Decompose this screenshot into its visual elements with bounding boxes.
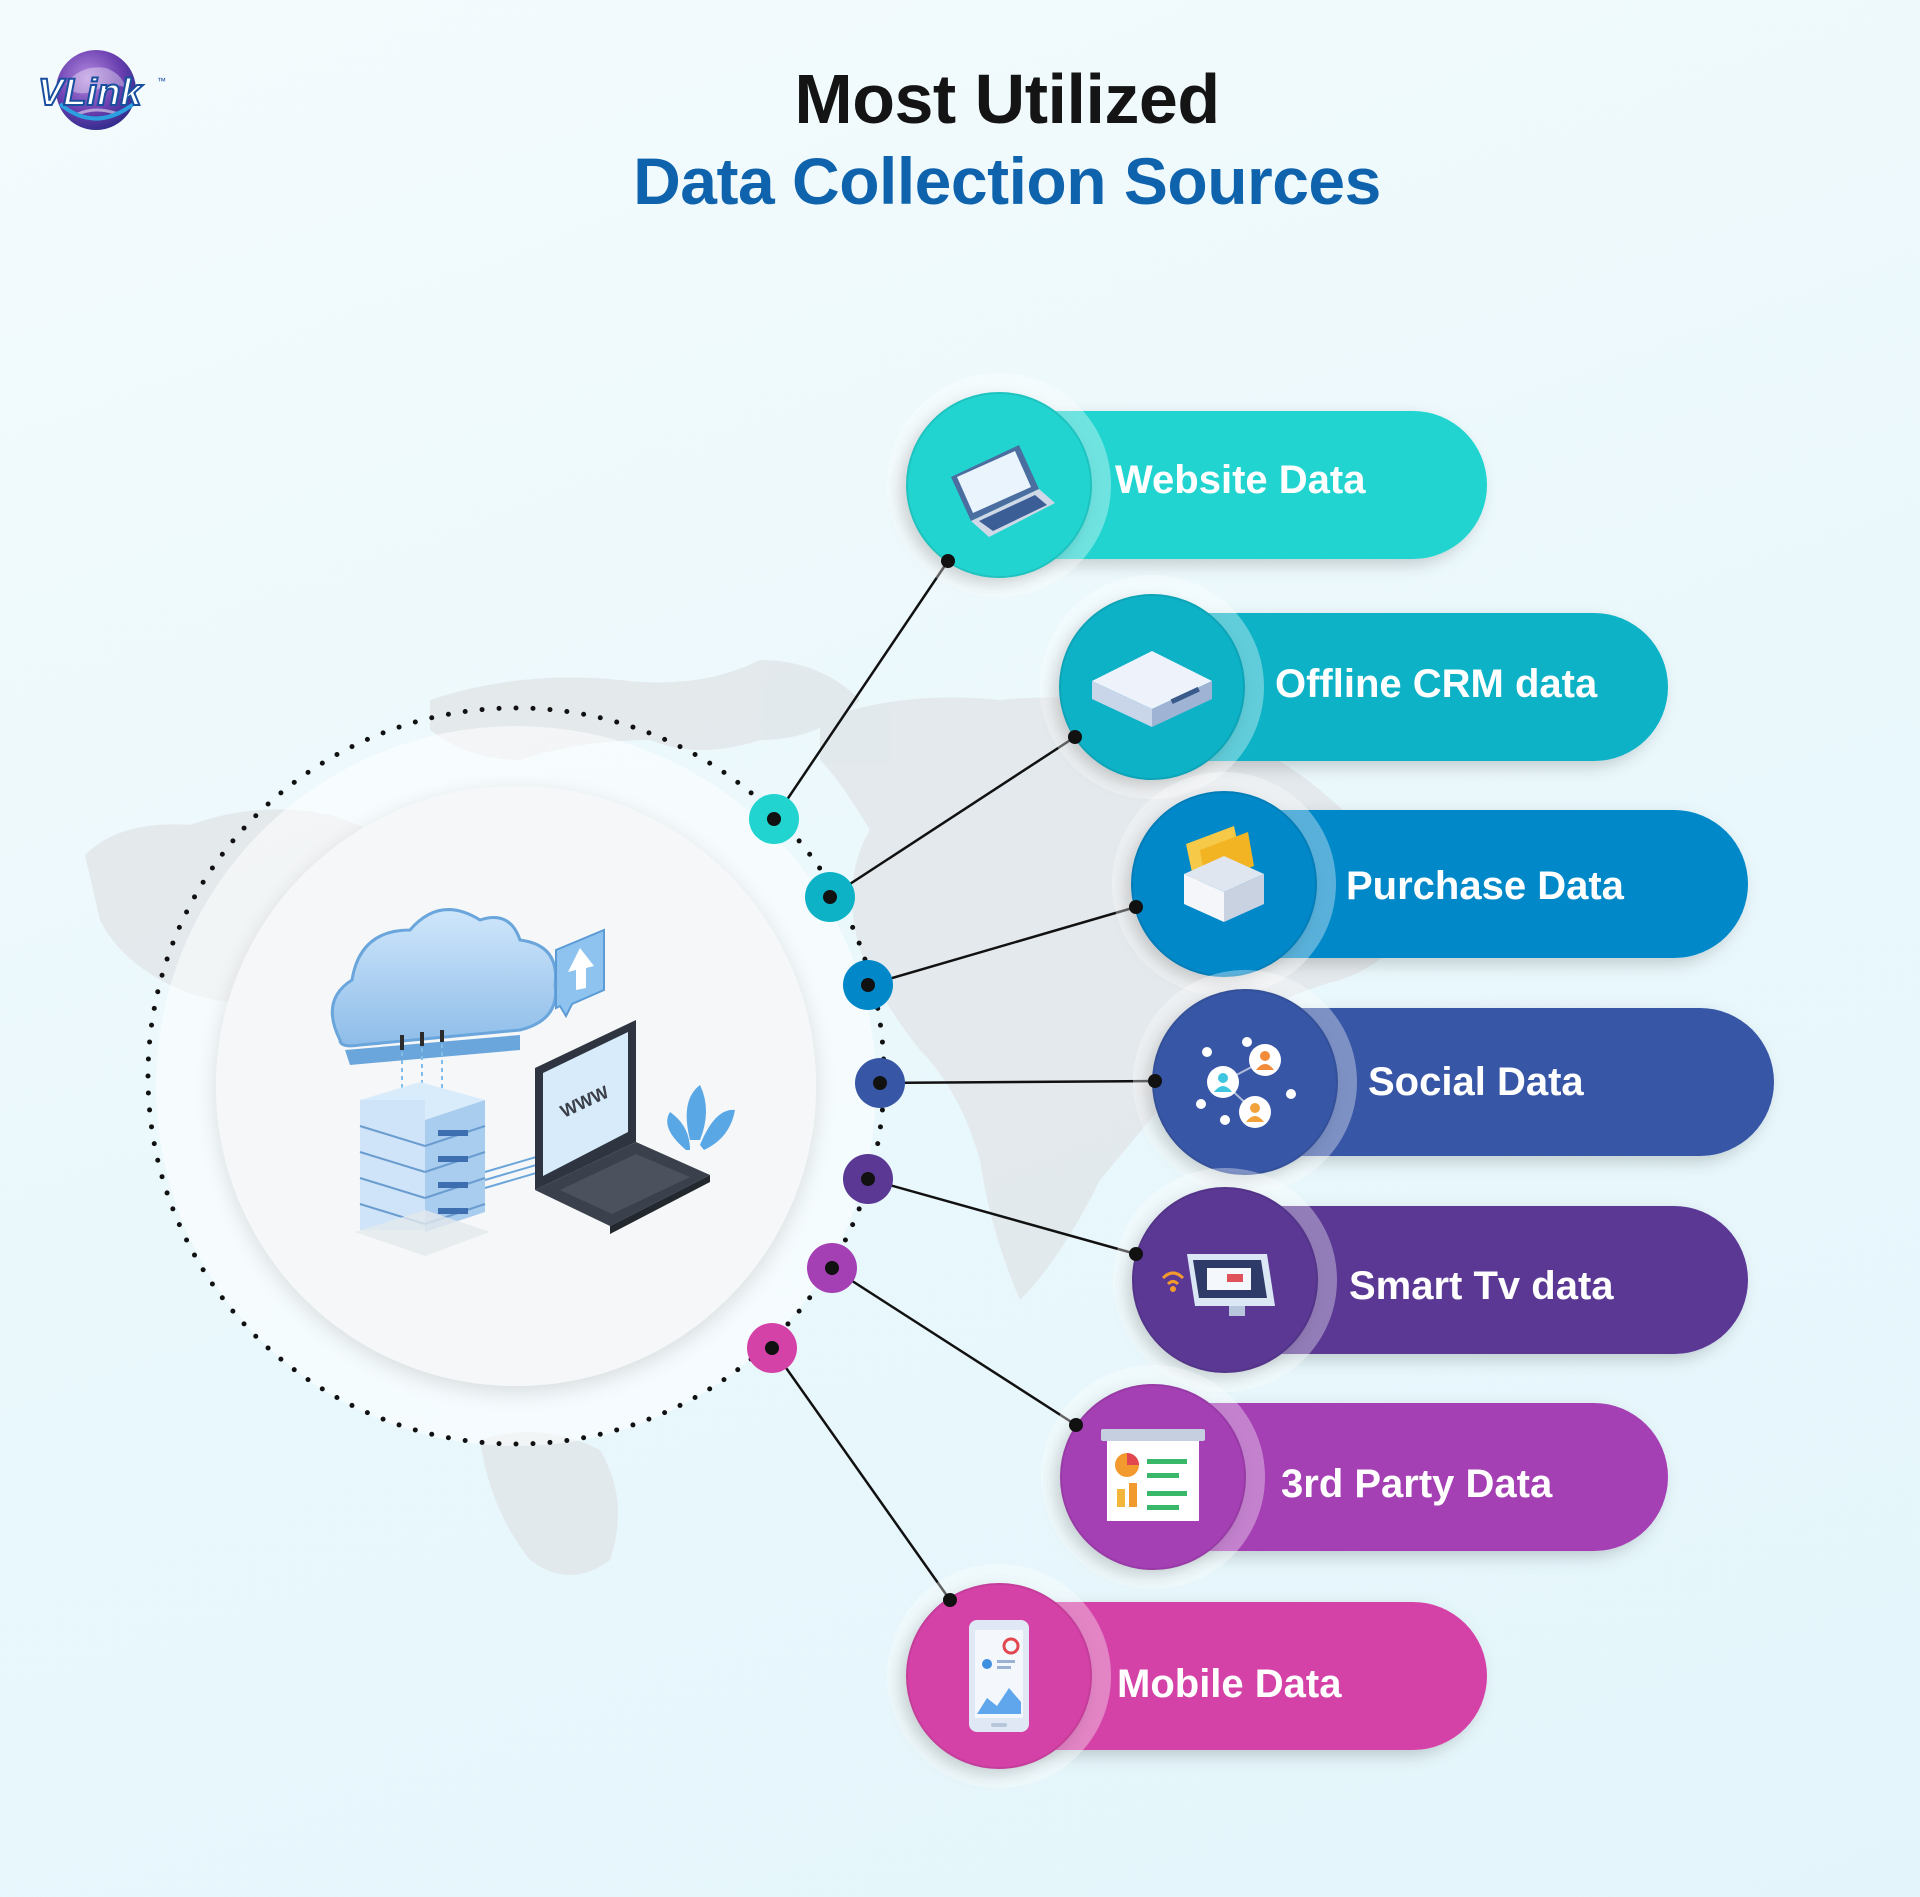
social-network-icon (1196, 1037, 1296, 1128)
crm-source-item (1040, 575, 1668, 799)
vlink-logo: VLink ™ (36, 44, 166, 144)
third-party-pill (1153, 1403, 1668, 1551)
smarttv-endpoint-dot (1129, 1247, 1143, 1261)
purchase-pill (1224, 810, 1748, 958)
smart-tv-data-label: Smart Tv data (1349, 1264, 1614, 1308)
ring-dot-third-party (807, 1243, 857, 1293)
website-pill (1000, 411, 1487, 559)
plant-icon (667, 1085, 735, 1150)
offline-crm-data-label: Offline CRM data (1275, 662, 1598, 706)
ring-dot-mobile (747, 1323, 797, 1373)
social-data-label: Social Data (1368, 1060, 1584, 1104)
folder-box-icon (1184, 826, 1264, 922)
title-line-2: Data Collection Sources (633, 144, 1381, 218)
title-line-1: Most Utilized (794, 60, 1220, 138)
website-source-item (887, 373, 1487, 597)
laptop-icon (951, 445, 1055, 537)
website-endpoint-dot (941, 554, 955, 568)
www-laptop-icon: WWW (535, 1020, 710, 1234)
globe-icon (56, 50, 138, 130)
report-board-icon (1101, 1429, 1205, 1521)
upload-arrow-icon (555, 928, 605, 1019)
social-pill (1245, 1008, 1774, 1156)
social-endpoint-dot (1148, 1074, 1162, 1088)
social-source-item (1133, 970, 1774, 1194)
ring-dot-social (855, 1058, 905, 1108)
smarttv-pill (1225, 1206, 1748, 1354)
third-party-source-item (1041, 1365, 1668, 1589)
logo-text: VLink (37, 71, 142, 115)
connector-lines (770, 560, 1156, 1601)
cloud-server-illustration: WWW (330, 908, 735, 1256)
page-title: Most Utilized Data Collection Sources (0, 58, 1920, 222)
mobile-data-label: Mobile Data (1117, 1662, 1342, 1706)
purchase-data-label: Purchase Data (1346, 864, 1624, 908)
server-stack-icon (355, 1082, 490, 1256)
third-party-endpoint-dot (1069, 1418, 1083, 1432)
ring-connector-dots (747, 794, 905, 1373)
website-data-label: Website Data (1115, 458, 1366, 502)
purchase-endpoint-dot (1129, 900, 1143, 914)
ring-dot-smarttv (843, 1154, 893, 1204)
ring-dot-crm (805, 872, 855, 922)
logo-trademark: ™ (157, 76, 166, 86)
source-pills (887, 373, 1774, 1788)
social-icon-circle (1153, 990, 1337, 1174)
purchase-source-item (1112, 772, 1748, 996)
center-disc (216, 786, 816, 1386)
cloud-icon (330, 908, 558, 1065)
mobile-phone-icon (969, 1620, 1029, 1732)
mobile-pill (1000, 1602, 1487, 1750)
mobile-source-item (887, 1564, 1487, 1788)
crm-endpoint-dot (1068, 730, 1082, 744)
mobile-endpoint-dot (943, 1593, 957, 1607)
ring-dot-website (749, 794, 799, 844)
ring-dot-purchase (843, 960, 893, 1010)
smarttv-source-item (1113, 1168, 1748, 1392)
third-party-data-label: 3rd Party Data (1281, 1462, 1553, 1506)
server-box-icon (1092, 651, 1212, 727)
smart-tv-icon (1161, 1254, 1275, 1316)
crm-pill (1152, 613, 1668, 761)
